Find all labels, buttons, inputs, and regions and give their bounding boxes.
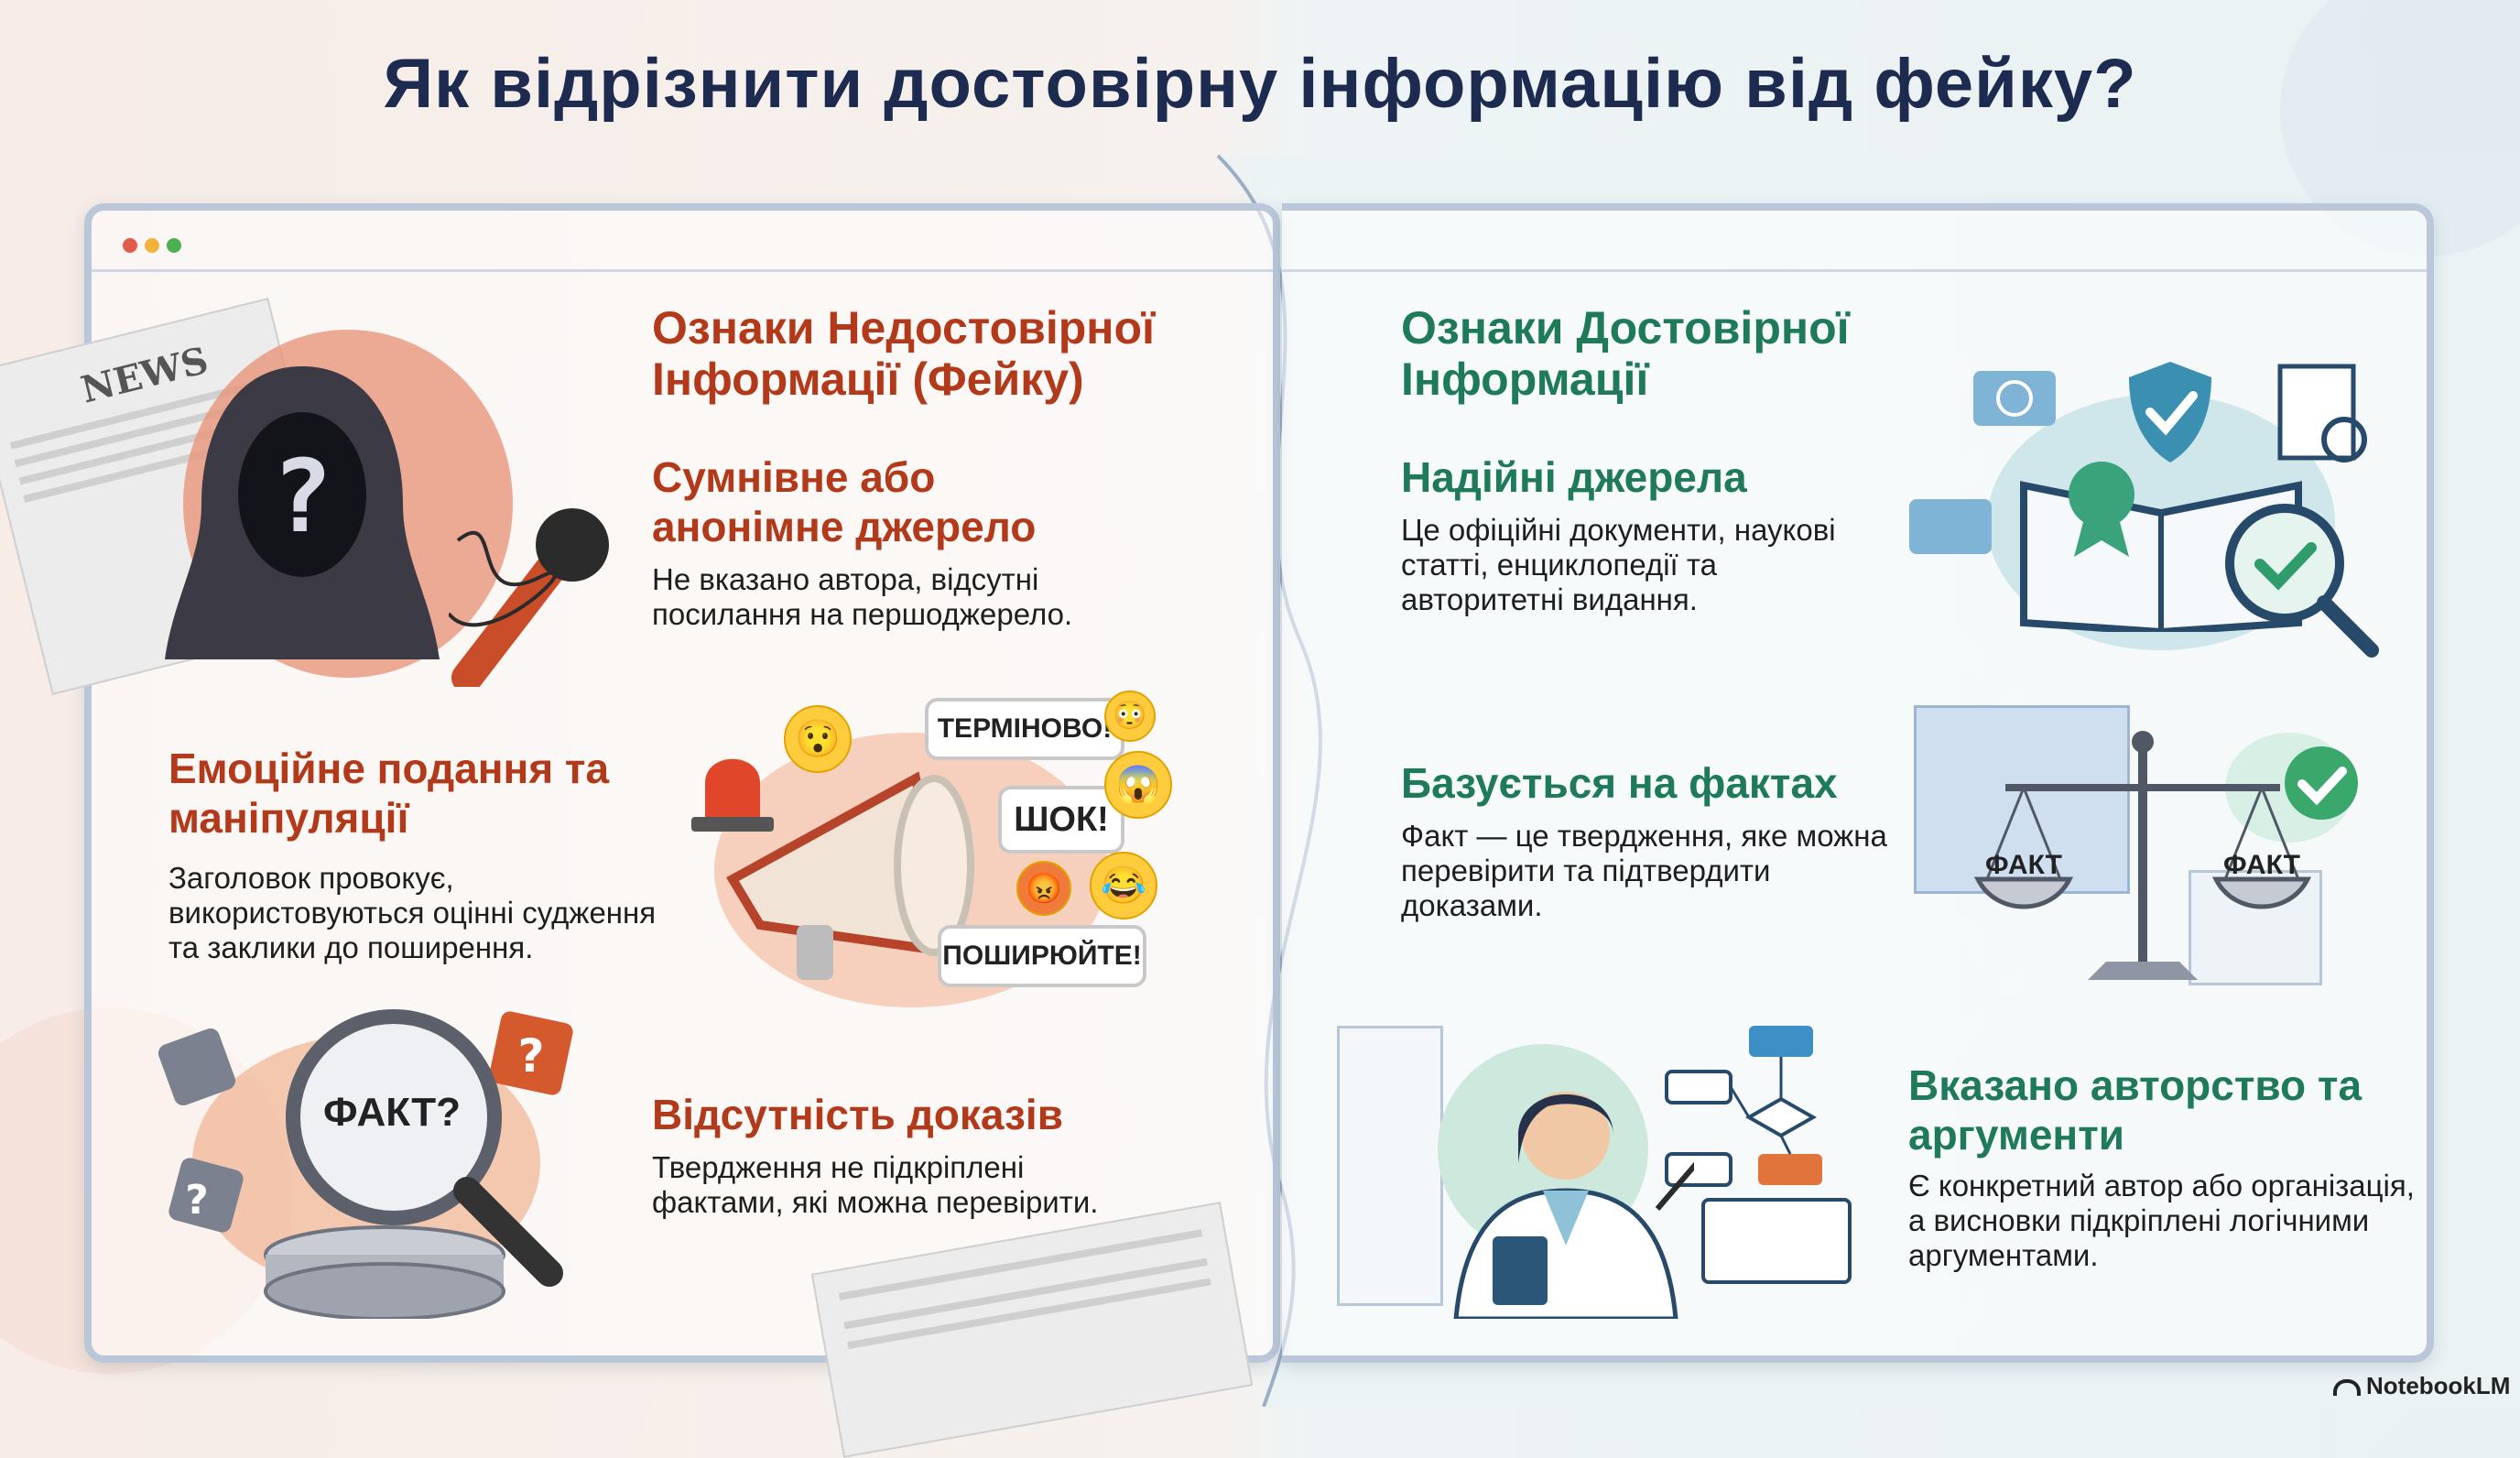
- magnifying-glass-icon: [286, 1009, 563, 1287]
- microphone-icon: [449, 508, 609, 687]
- real-item-3-text: Є конкретний автор або організація, а ви…: [1908, 1169, 2415, 1272]
- webpage-panel-image: [1337, 1026, 1443, 1306]
- fake-item-1-title: Сумнівне або анонімне джерело: [652, 453, 1037, 550]
- real-item-2-text: Факт — це твердження, яке можна перевіри…: [1401, 819, 1887, 922]
- shock-bubble: ШОК!: [998, 786, 1124, 854]
- check-circle-icon: [2285, 746, 2358, 820]
- fake-item-2-text: Заголовок провокує, використовуються оці…: [168, 861, 657, 964]
- megaphone-icon: [726, 771, 974, 980]
- reliable-sources-illustration: [1895, 348, 2408, 678]
- fake-item-2-title: Емоційне подання та маніпуляції: [168, 745, 610, 842]
- fake-section-heading: Ознаки Недостовірної Інформації (Фейку): [652, 302, 1156, 405]
- window-header-divider: [92, 269, 1273, 272]
- chart-panel-image: [1914, 705, 2130, 894]
- scale-left-label: ФАКТ: [1985, 850, 2062, 880]
- puzzle-pieces-icon: ? ?: [158, 1011, 573, 1233]
- authorship-illustration: [1337, 1017, 1868, 1319]
- surprised-emoji-icon: 😯: [784, 705, 852, 773]
- window-header-divider: [1282, 269, 2427, 272]
- share-bubble: ПОШИРЮЙТЕ!: [938, 925, 1146, 987]
- broken-pedestal-icon: [264, 1225, 505, 1319]
- scale-right-label: ФАКТ: [2223, 850, 2300, 880]
- alarm-light-icon: [691, 758, 774, 832]
- urgent-bubble: ТЕРМІНОВО!: [925, 698, 1124, 760]
- laughing-emoji-icon: 😂: [1090, 852, 1157, 919]
- real-item-1-title: Надійні джерела: [1401, 453, 1747, 501]
- svg-text:?: ?: [517, 1029, 544, 1083]
- window-dot-yellow: [145, 238, 159, 253]
- real-section-heading: Ознаки Достовірної Інформації: [1401, 302, 1850, 405]
- magnifier-check-icon: [2225, 504, 2379, 658]
- real-item-2-title: Базується на фактах: [1401, 759, 1838, 807]
- window-dot-green: [167, 238, 181, 253]
- brand-logo: NotebookLM: [2333, 1372, 2510, 1400]
- angry-emoji-icon: 😡: [1016, 861, 1071, 916]
- fake-item-1-text: Не вказано автора, відсутні посилання на…: [652, 562, 1073, 631]
- anonymous-source-illustration: NEWS ?: [0, 293, 641, 705]
- folder-icon: [1909, 499, 1992, 554]
- scientist-icon: [1453, 1092, 1694, 1319]
- balance-scale-icon: [1973, 731, 2312, 980]
- shield-check-icon: [2129, 362, 2211, 462]
- real-item-3-title: Вказано авторство та аргументи: [1908, 1061, 2362, 1159]
- fake-item-3-text: Твердження не підкріплені фактами, які м…: [652, 1150, 1099, 1219]
- svg-text:?: ?: [185, 1177, 209, 1224]
- facts-scale-illustration: ФАКТ ФАКТ: [1895, 696, 2408, 1007]
- scream-emoji-icon: 😱: [1104, 751, 1172, 819]
- emotional-manipulation-illustration: ТЕРМІНОВО! ШОК! ПОШИРЮЙТЕ! 😯 😳 😱 😡 😂: [659, 678, 1172, 1026]
- globe-folder-icon: [1973, 371, 2056, 426]
- award-badge-icon: [2069, 462, 2134, 557]
- real-item-1-text: Це офіційні документи, наукові статті, е…: [1401, 513, 1836, 616]
- window-dot-red: [123, 238, 137, 253]
- hooded-figure-icon: ?: [165, 366, 440, 659]
- svg-text:?: ?: [272, 438, 332, 555]
- flushed-emoji-icon: 😳: [1104, 691, 1156, 742]
- fact-question-label: ФАКТ?: [323, 1090, 461, 1135]
- notebook-logo-icon: [2333, 1379, 2361, 1397]
- brand-name: NotebookLM: [2366, 1372, 2511, 1399]
- no-evidence-illustration: ? ? ФАКТ?: [156, 980, 632, 1328]
- page-title: Як відрізнити достовірну інформацію від …: [383, 45, 2137, 123]
- document-search-icon: [2277, 364, 2367, 462]
- fake-item-3-title: Відсутність доказів: [652, 1091, 1063, 1138]
